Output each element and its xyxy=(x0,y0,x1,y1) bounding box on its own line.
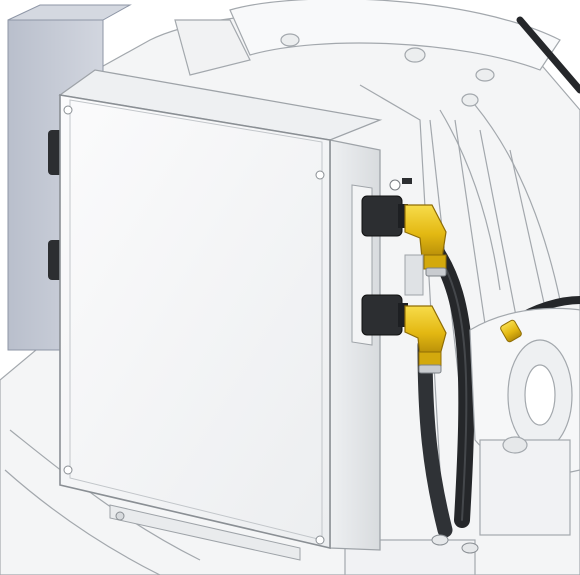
elbow-fittings xyxy=(404,204,447,367)
cable-glands xyxy=(361,195,408,336)
elbow-fitting-upper-icon xyxy=(404,204,447,270)
cable-gland-lower xyxy=(361,294,408,336)
mounting-bracket xyxy=(404,254,424,296)
cable-gland-upper xyxy=(361,195,408,237)
bottom-bolts xyxy=(431,534,479,554)
hose-ferrules xyxy=(418,267,447,374)
rotor-detail xyxy=(344,307,580,575)
grease-fitting-icon xyxy=(500,319,522,343)
electrical-enclosure xyxy=(58,69,383,561)
ground-stud-icon xyxy=(389,178,412,191)
elbow-fitting-lower-icon xyxy=(404,305,447,367)
